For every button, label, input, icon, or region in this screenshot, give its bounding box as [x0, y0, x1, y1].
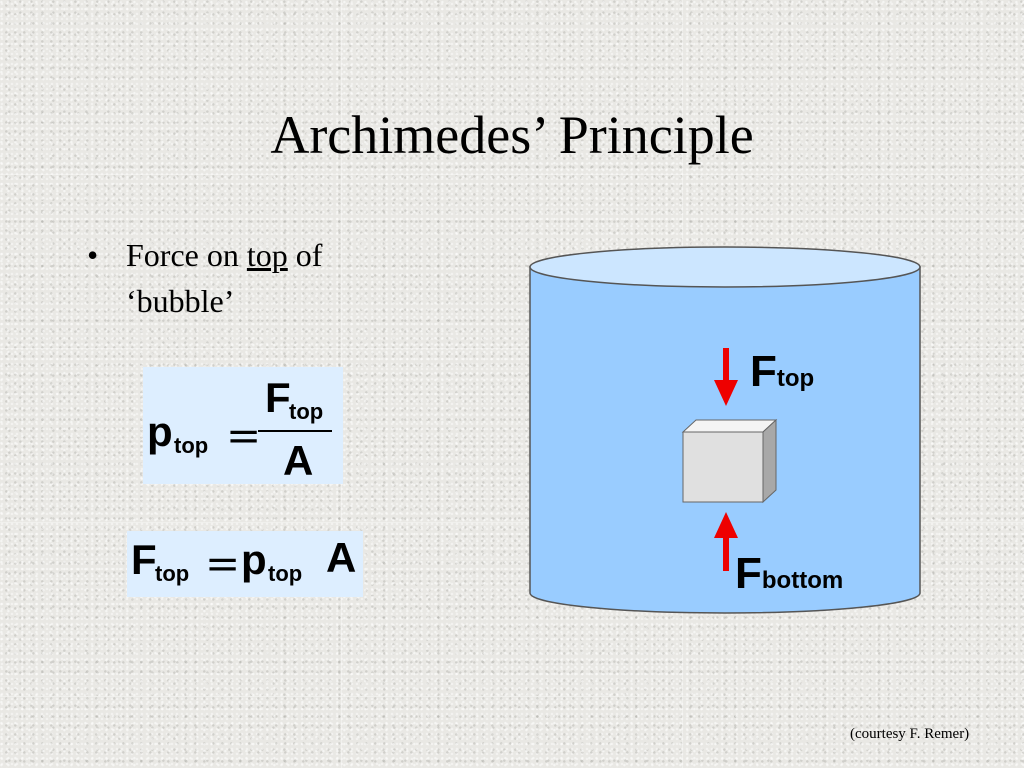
- area-symbol: A: [326, 534, 357, 581]
- cube-icon: [681, 418, 778, 504]
- force-bottom-arrow-icon: [714, 512, 738, 571]
- bullet-text-line2: ‘bubble’: [126, 283, 235, 319]
- force-top-symbol: F: [750, 347, 777, 396]
- pressure-subscript: top: [174, 433, 209, 458]
- fraction-bar: [258, 430, 332, 432]
- cylinder-top-surface: [529, 246, 921, 288]
- numerator-subscript: top: [289, 399, 324, 424]
- slide-title: Archimedes’ Principle: [270, 105, 754, 165]
- force-bottom-label: Fbottom: [735, 552, 843, 596]
- force-equation: F top = p top A: [127, 531, 363, 597]
- bullet-text: Force on top of ‘bubble’: [126, 232, 410, 324]
- bullet-text-after: of: [287, 237, 323, 273]
- tile-seam: [0, 348, 1024, 349]
- equals-sign: =: [205, 539, 241, 588]
- force-subscript: top: [155, 561, 190, 586]
- pressure-subscript: top: [268, 561, 303, 586]
- force-top-label: Ftop: [750, 350, 814, 394]
- bullet-point: • Force on top of ‘bubble’: [87, 232, 410, 324]
- cylinder-container-graphic: [529, 246, 921, 614]
- tile-seam: [0, 174, 1024, 175]
- pressure-symbol: p: [241, 536, 267, 583]
- force-top-subscript: top: [776, 365, 815, 392]
- bullet-text-before: Force on: [126, 237, 247, 273]
- pressure-symbol: p: [147, 408, 173, 455]
- denominator-area: A: [283, 437, 314, 484]
- equals-sign: =: [226, 411, 262, 460]
- numerator-force-symbol: F: [265, 374, 291, 421]
- image-credit: (courtesy F. Remer): [850, 726, 970, 742]
- force-symbol: F: [131, 536, 157, 583]
- bullet-marker: •: [87, 237, 99, 273]
- force-bottom-subscript: bottom: [761, 567, 844, 594]
- force-top-arrow-icon: [714, 348, 738, 406]
- tile-seam: [0, 696, 1024, 697]
- pressure-equation: p top = F top A: [143, 367, 343, 484]
- tile-seam: [0, 522, 1024, 523]
- bullet-underlined-word: top: [246, 237, 288, 273]
- buoyancy-diagram: Ftop Fbottom: [520, 240, 930, 620]
- force-bottom-symbol: F: [735, 549, 762, 598]
